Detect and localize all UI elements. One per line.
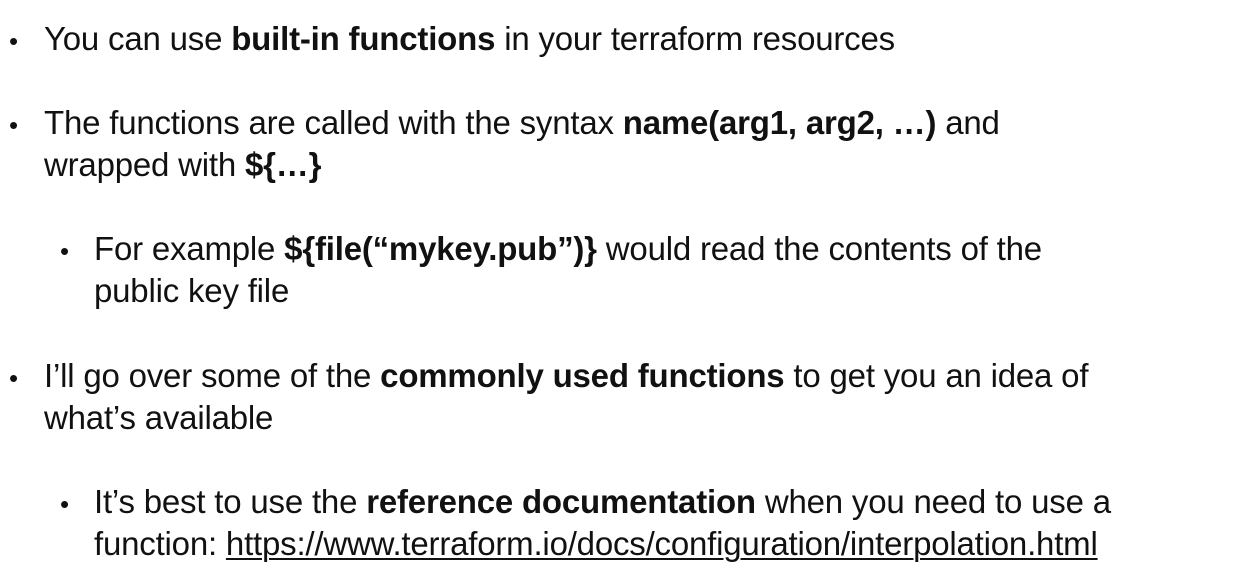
bullet-1-line-1: You can use built-in functions in your t… (44, 18, 895, 60)
sub-bullet-1-text-c: public key file (94, 272, 290, 309)
sub-bullet-dot: • (60, 489, 70, 519)
sub-bullet-1-bold: ${file(“mykey.pub”)} (284, 230, 597, 267)
sub-bullet-1-text-b: would read the contents of the (596, 230, 1042, 267)
bullet-2-line-2: wrapped with ${…} (44, 144, 321, 186)
bullet-3-text-c: what’s available (44, 399, 274, 436)
sub-bullet-2-bold: reference documentation (366, 483, 756, 520)
bullet-1-bold: built-in functions (231, 20, 496, 57)
sub-bullet-2-line-2: function: https://www.terraform.io/docs/… (94, 523, 1098, 565)
bullet-3-text-a: I’ll go over some of the (44, 357, 381, 394)
bullet-3-text-b: to get you an idea of (784, 357, 1089, 394)
sub-bullet-dot: • (60, 236, 70, 266)
sub-bullet-1-text-a: For example (94, 230, 285, 267)
bullet-2-text-c: wrapped with (44, 146, 246, 183)
bullet-dot: • (9, 363, 19, 393)
bullet-3-bold: commonly used functions (380, 357, 785, 394)
bullet-3-line-2: what’s available (44, 397, 273, 439)
sub-bullet-1-line-1: For example ${file(“mykey.pub”)} would r… (94, 228, 1042, 270)
sub-bullet-1-line-2: public key file (94, 270, 289, 312)
reference-documentation-link[interactable]: https://www.terraform.io/docs/configurat… (225, 525, 1098, 562)
bullet-2-text-b: and (936, 104, 1000, 141)
sub-bullet-2-text-b: when you need to use a (755, 483, 1111, 520)
bullet-2-bold: name(arg1, arg2, …) (622, 104, 937, 141)
bullet-1-text-a: You can use (44, 20, 232, 57)
bullet-1-text-b: in your terraform resources (495, 20, 895, 57)
bullet-dot: • (9, 26, 19, 56)
bullet-2-line-1: The functions are called with the syntax… (44, 102, 1000, 144)
bullet-2-bold-b: ${…} (245, 146, 322, 183)
bullet-3-line-1: I’ll go over some of the commonly used f… (44, 355, 1088, 397)
sub-bullet-2-text-a: It’s best to use the (94, 483, 367, 520)
bullet-dot: • (9, 110, 19, 140)
sub-bullet-2-line-1: It’s best to use the reference documenta… (94, 481, 1111, 523)
sub-bullet-2-text-c: function: (94, 525, 226, 562)
bullet-2-text-a: The functions are called with the syntax (44, 104, 623, 141)
